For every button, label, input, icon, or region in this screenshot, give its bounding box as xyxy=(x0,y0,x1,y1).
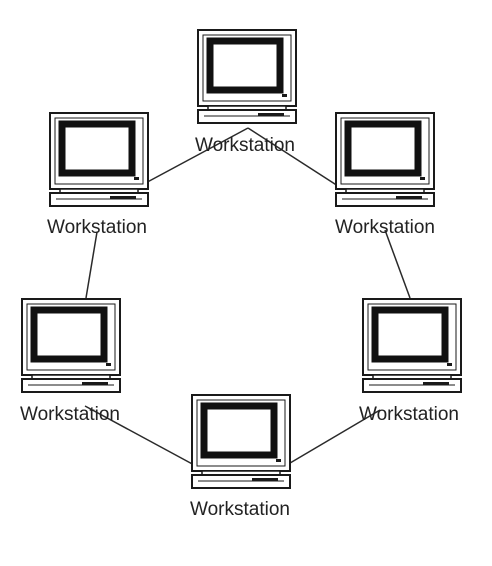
link-bottom-to-lower-left xyxy=(84,405,197,467)
link-upper-right-to-lower-right xyxy=(384,229,411,299)
workstation-node-lower-left: Workstation xyxy=(20,299,120,425)
link-top-to-upper-right xyxy=(247,127,339,187)
workstation-label: Workstation xyxy=(195,135,295,156)
workstation-label: Workstation xyxy=(20,404,120,425)
workstation-computer-icon xyxy=(22,299,120,392)
workstation-node-bottom: Workstation xyxy=(190,395,290,520)
link-lower-left-to-upper-left xyxy=(85,231,98,299)
workstation-node-upper-left: Workstation xyxy=(47,113,148,238)
workstation-computer-icon xyxy=(192,395,290,488)
workstation-label: Workstation xyxy=(335,217,435,238)
workstation-node-upper-right: Workstation xyxy=(335,113,435,238)
link-lower-right-to-bottom xyxy=(284,409,381,467)
link-layer xyxy=(84,127,411,467)
workstation-label: Workstation xyxy=(359,404,459,425)
workstation-computer-icon xyxy=(336,113,434,206)
workstation-computer-icon xyxy=(50,113,148,206)
workstation-label: Workstation xyxy=(47,217,147,238)
workstation-computer-icon xyxy=(198,30,296,123)
workstation-node-top: Workstation xyxy=(195,30,296,156)
workstation-label: Workstation xyxy=(190,499,290,520)
link-upper-left-to-top xyxy=(139,127,249,187)
workstation-node-lower-right: Workstation xyxy=(359,299,461,425)
workstation-computer-icon xyxy=(363,299,461,392)
